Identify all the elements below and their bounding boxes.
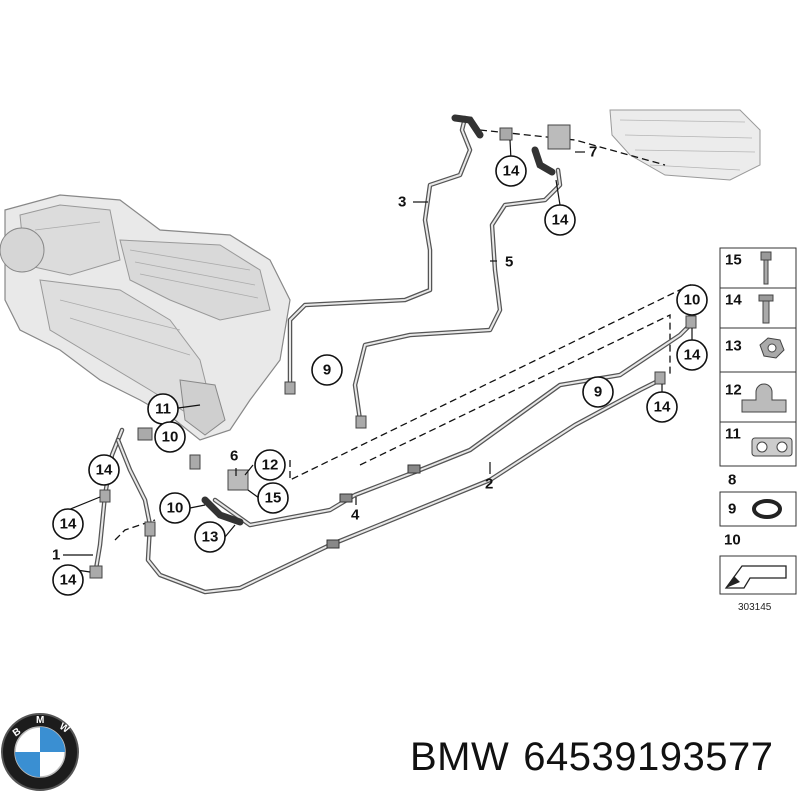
- evaporator-unit: [609, 109, 761, 181]
- direction-arrow-icon: [724, 565, 787, 589]
- callout-9-right: 10: [676, 284, 708, 316]
- part-number: 64539193577: [523, 735, 774, 779]
- callout-14-right-a: 14: [676, 339, 708, 371]
- svg-text:14: 14: [503, 163, 520, 180]
- legend-label-14: 14: [725, 292, 742, 309]
- callout-13: 13: [194, 521, 226, 553]
- callout-11-center: 9: [311, 354, 343, 386]
- svg-text:15: 15: [265, 490, 282, 507]
- svg-text:14: 14: [96, 462, 113, 479]
- o-ring-icon: [752, 499, 782, 519]
- callout-14-top-b: 14: [544, 204, 576, 236]
- bolt-icon: [760, 251, 772, 285]
- legend-label-10: 10: [724, 532, 741, 549]
- diagram-code: 303145: [738, 602, 772, 613]
- legend-label-15: 15: [725, 252, 742, 269]
- label-1: 1: [52, 547, 60, 564]
- svg-text:9: 9: [323, 362, 331, 379]
- legend-label-8: 8: [728, 472, 736, 489]
- label-7: 7: [589, 144, 597, 161]
- svg-text:14: 14: [684, 347, 701, 364]
- svg-text:10: 10: [684, 292, 701, 309]
- callout-9-mid: 10: [159, 492, 191, 524]
- parts-legend: 15 14 13 12 11 8 9: [719, 247, 797, 613]
- svg-text:9: 9: [594, 384, 602, 401]
- callout-15: 15: [257, 482, 289, 514]
- callout-10: 11: [147, 393, 179, 425]
- svg-text:12: 12: [262, 457, 279, 474]
- legend-label-9: 9: [728, 501, 736, 518]
- svg-text:10: 10: [162, 429, 179, 446]
- svg-text:14: 14: [60, 572, 77, 589]
- callout-14-left-a: 14: [88, 454, 120, 486]
- label-4: 4: [351, 507, 360, 524]
- bracket-icon: [741, 383, 787, 413]
- callout-9-left: 10: [154, 421, 186, 453]
- screw-icon: [758, 294, 774, 324]
- clip-icon: [751, 437, 793, 457]
- nut-icon: [759, 337, 785, 359]
- legend-label-12: 12: [725, 382, 742, 399]
- label-3: 3: [398, 194, 406, 211]
- callout-14-right-b: 14: [646, 391, 678, 423]
- pipes: [89, 114, 697, 595]
- callout-12: 12: [254, 449, 286, 481]
- callout-11-right: 9: [582, 376, 614, 408]
- label-2: 2: [485, 476, 493, 493]
- part-caption: BMW 64539193577: [410, 735, 773, 780]
- legend-label-11: 11: [725, 426, 741, 443]
- legend-label-13: 13: [725, 338, 742, 355]
- svg-text:10: 10: [167, 500, 184, 517]
- svg-text:14: 14: [654, 399, 671, 416]
- callout-14-left-b: 14: [52, 508, 84, 540]
- svg-text:13: 13: [202, 529, 219, 546]
- legend-cell-14: [719, 287, 797, 329]
- brand-name: BMW: [410, 735, 510, 779]
- hvac-unit: [0, 194, 291, 441]
- callout-14-left-c: 14: [52, 564, 84, 596]
- legend-cell-9: [719, 491, 797, 527]
- bmw-logo: B M W: [1, 713, 79, 791]
- callout-14-top-a: 14: [495, 155, 527, 187]
- label-5: 5: [505, 254, 513, 271]
- logo-letter-m: M: [36, 715, 44, 726]
- label-6: 6: [230, 448, 238, 465]
- svg-text:14: 14: [552, 212, 569, 229]
- svg-text:14: 14: [60, 516, 77, 533]
- svg-text:11: 11: [155, 401, 171, 418]
